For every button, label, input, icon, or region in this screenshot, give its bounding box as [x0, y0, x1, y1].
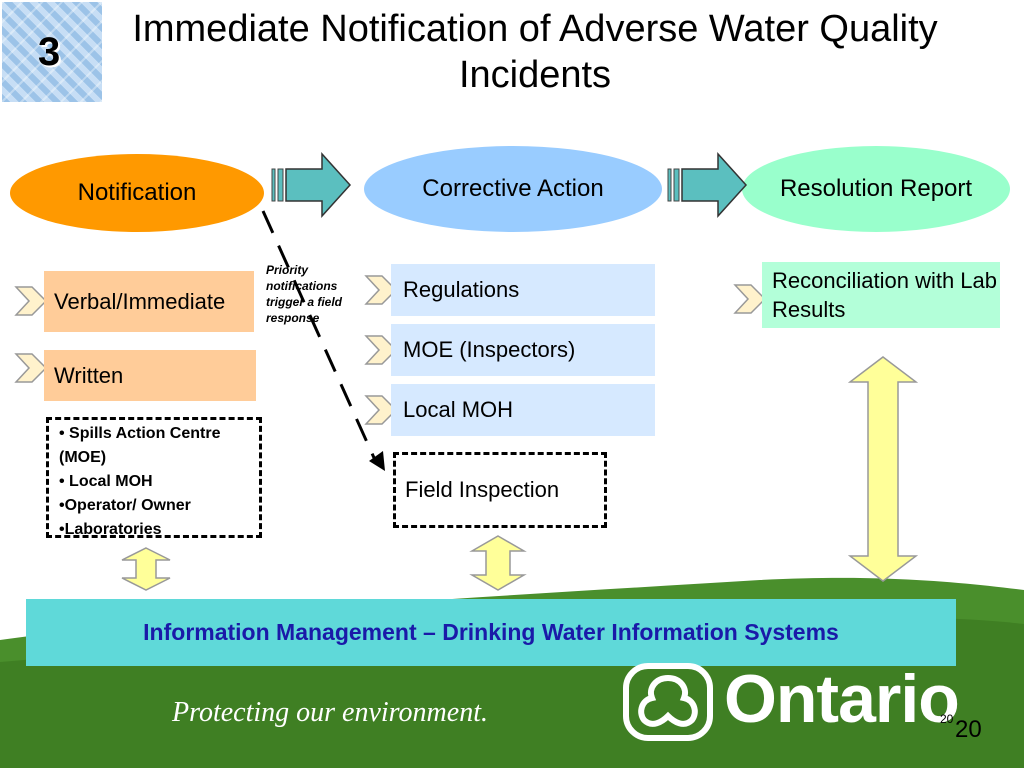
priority-note: Priority notifications trigger a field r…	[266, 262, 342, 326]
contact-item: • Local MOH	[59, 473, 153, 490]
page-number-small: 20	[940, 712, 954, 726]
section-number: 3	[38, 30, 61, 74]
stage-resolution-report: Resolution Report	[742, 146, 1010, 232]
priority-note-line: notifications	[266, 279, 338, 293]
information-management-banner: Information Management – Drinking Water …	[26, 599, 956, 666]
double-arrow-vertical-icon	[848, 356, 918, 582]
chevron-bullet-icon	[364, 275, 398, 305]
double-arrow-vertical-icon	[121, 547, 171, 591]
field-inspection-box: Field Inspection	[393, 452, 607, 528]
written-box: Written	[44, 350, 256, 401]
chevron-bullet-icon	[14, 286, 48, 316]
footer-tagline: Protecting our environment.	[172, 697, 488, 728]
regulations-box: Regulations	[391, 264, 655, 316]
ontario-trillium-logo-icon	[623, 663, 713, 741]
block-arrow-right-icon	[271, 152, 352, 218]
contacts-list-box: • Spills Action Centre (MOE) • Local MOH…	[46, 417, 262, 538]
double-arrow-vertical-icon	[469, 535, 527, 591]
priority-note-line: response	[266, 311, 320, 325]
contact-item: • Spills Action Centre (MOE)	[59, 425, 221, 466]
ontario-wordmark: Ontario	[724, 661, 960, 737]
verbal-immediate-box: Verbal/Immediate	[44, 271, 254, 332]
priority-note-line: trigger a field	[266, 295, 343, 309]
moe-inspectors-box: MOE (Inspectors)	[391, 324, 655, 376]
block-arrow-right-icon	[667, 152, 748, 218]
stage-notification: Notification	[10, 154, 264, 232]
stage-corrective-action: Corrective Action	[364, 146, 662, 232]
chevron-bullet-icon	[364, 335, 398, 365]
chevron-bullet-icon	[364, 395, 398, 425]
priority-note-line: Priority	[266, 263, 309, 277]
slide-title: Immediate Notification of Adverse Water …	[132, 8, 938, 96]
reconciliation-box: Reconciliation with Lab Results	[762, 262, 1000, 328]
local-moh-box: Local MOH	[391, 384, 655, 436]
contact-item: •Operator/ Owner	[59, 497, 191, 514]
contact-item: •Laboratories	[59, 521, 162, 538]
page-number: 20	[955, 716, 982, 743]
priority-dashed-connector	[261, 210, 385, 471]
section-badge: 3	[2, 2, 102, 102]
chevron-bullet-icon	[14, 353, 48, 383]
chevron-bullet-icon	[733, 284, 767, 314]
